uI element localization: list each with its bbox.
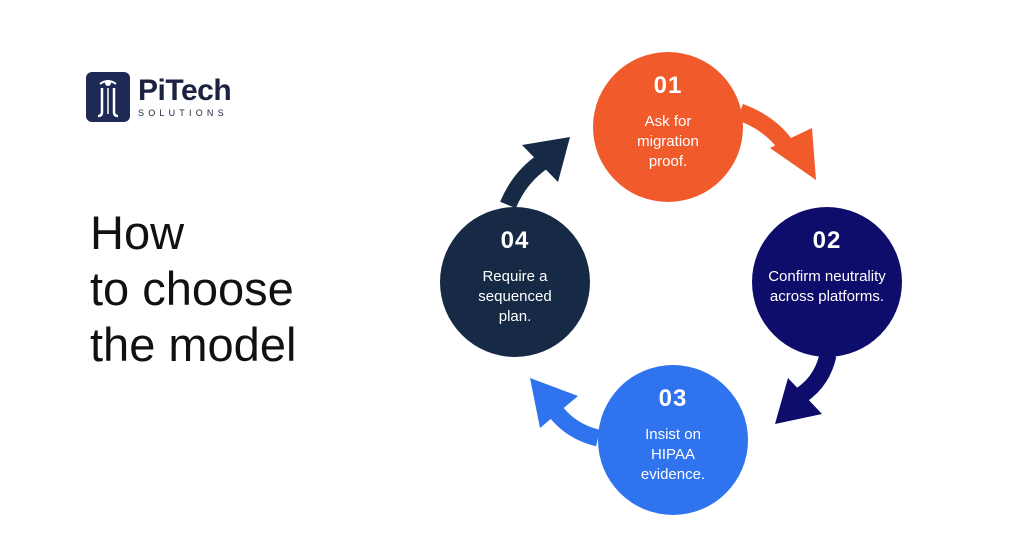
step-04-number: 04 (500, 227, 530, 254)
step-04-label: Require a sequenced plan. (478, 268, 552, 325)
arrow-02-to-03 (775, 352, 837, 424)
arrow-04-to-01 (500, 137, 570, 209)
step-02: 02 Confirm neutrality across platforms. (752, 207, 902, 357)
heading-line-1: How (90, 206, 185, 259)
step-03-text: Insist on HIPAA evidence. (598, 425, 748, 485)
step-04: 04 Require a sequenced plan. (440, 207, 590, 357)
step-03-label: Insist on HIPAA evidence. (640, 426, 706, 483)
arrow-01-to-02 (736, 104, 816, 180)
heading-line-2: to choose (90, 262, 294, 315)
arrow-03-to-04 (530, 378, 601, 447)
step-01-number: 01 (653, 72, 683, 99)
step-03: 03 Insist on HIPAA evidence. (598, 365, 748, 515)
heading-line-3: the model (90, 318, 297, 371)
logo-subtitle: SOLUTIONS (138, 108, 228, 118)
step-01-label: Ask for migration proof. (637, 113, 699, 170)
step-03-number: 03 (658, 385, 688, 412)
logo-name: PiTech (138, 74, 232, 107)
step-01: 01 Ask for migration proof. (593, 52, 743, 202)
company-logo: PiTech SOLUTIONS (86, 72, 232, 122)
step-01-text: Ask for migration proof. (593, 112, 743, 172)
step-02-number: 02 (812, 227, 842, 254)
page-heading: How to choose the model (90, 205, 296, 373)
step-02-text: Confirm neutrality across platforms. (752, 267, 902, 307)
step-02-label: Confirm neutrality across platforms. (768, 268, 886, 305)
step-04-text: Require a sequenced plan. (440, 267, 590, 327)
logo-icon (86, 72, 130, 122)
